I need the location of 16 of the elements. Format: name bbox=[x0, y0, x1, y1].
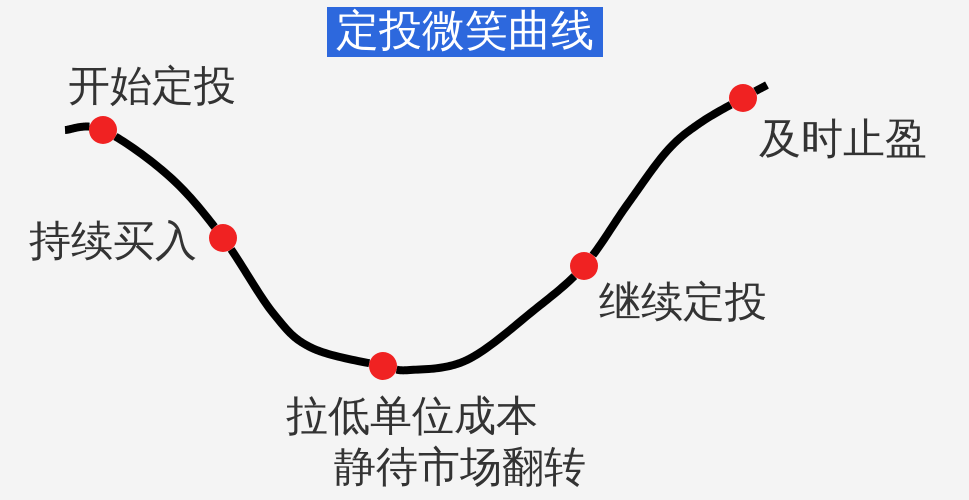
point-label: 继续定投 bbox=[599, 281, 767, 323]
curve-segment bbox=[392, 272, 578, 374]
point-label: 持续买入 bbox=[29, 220, 197, 262]
point-label: 拉低单位成本 bbox=[286, 395, 538, 437]
point-label: 及时止盈 bbox=[759, 118, 927, 160]
dot-marker bbox=[729, 84, 757, 112]
curve-segment bbox=[113, 133, 218, 231]
title-banner: 定投微笑曲线 bbox=[327, 7, 603, 57]
point-label: 开始定投 bbox=[68, 65, 236, 107]
dot-marker bbox=[570, 252, 598, 280]
dot-marker bbox=[369, 352, 397, 380]
curve-segment bbox=[590, 101, 734, 258]
dot-marker bbox=[89, 116, 117, 144]
curve-segment bbox=[228, 246, 372, 368]
dot-marker bbox=[209, 224, 237, 252]
point-label: 静待市场翻转 bbox=[334, 446, 586, 488]
